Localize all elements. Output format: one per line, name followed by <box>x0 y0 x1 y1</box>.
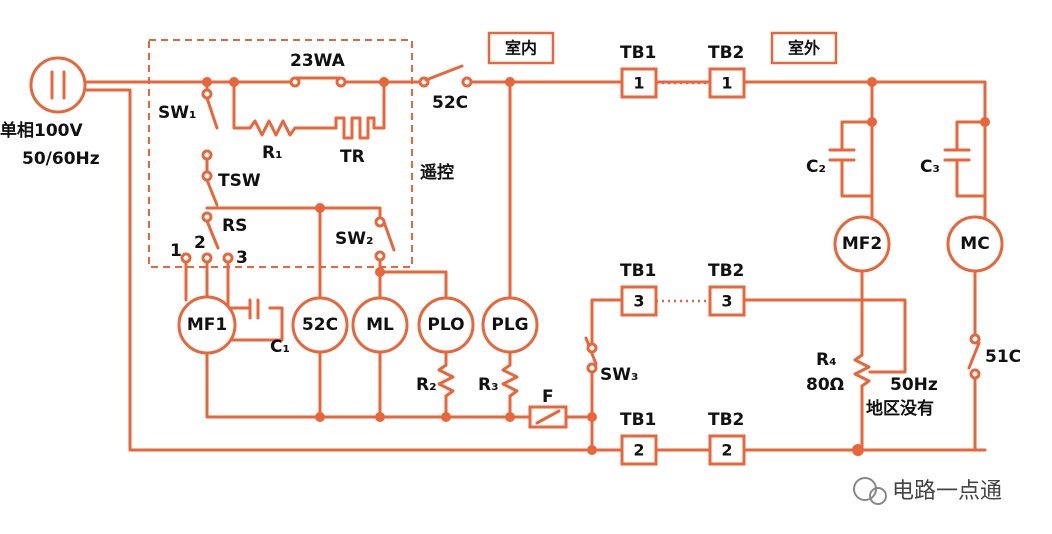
svg-text:室外: 室外 <box>788 39 820 58</box>
power-spec-line2: 50/60Hz <box>22 149 100 169</box>
remote-control-box <box>148 39 413 268</box>
label-tb1-top: TB1 <box>620 43 656 63</box>
plg-lamp: PLG <box>481 296 539 354</box>
label-tb1-bottom: TB1 <box>620 410 656 430</box>
label-23wa: 23WA <box>290 51 346 71</box>
tb1-terminal-3: 3 <box>620 285 658 317</box>
label-rs-tap-2: 2 <box>194 233 206 253</box>
svg-text:3: 3 <box>721 292 732 311</box>
label-52c-contact: 52C <box>432 93 468 113</box>
plo-lamp: PLO <box>417 296 475 354</box>
label-tr: TR <box>340 147 365 167</box>
svg-text:2: 2 <box>721 441 732 460</box>
svg-text:电路一点通: 电路一点通 <box>892 479 1002 504</box>
mf1-motor: MF1 <box>177 295 237 355</box>
svg-text:PLG: PLG <box>491 315 528 335</box>
svg-text:PLO: PLO <box>427 315 464 335</box>
label-51c: 51C <box>985 347 1021 367</box>
label-area-note: 地区没有 <box>866 398 934 419</box>
label-tb2-top: TB2 <box>708 43 744 63</box>
svg-text:3: 3 <box>633 292 644 311</box>
label-rs-tap-1: 1 <box>170 241 182 261</box>
tb1-terminal-1: 1 <box>620 67 658 99</box>
label-fuse: F <box>542 387 554 407</box>
label-sw1: SW₁ <box>158 103 196 123</box>
label-r2: R₂ <box>416 375 437 395</box>
svg-text:1: 1 <box>721 74 732 93</box>
label-remote-control: 遥控 <box>420 162 454 183</box>
svg-text:52C: 52C <box>302 315 338 335</box>
label-r3: R₃ <box>478 375 499 395</box>
label-c2: C₂ <box>806 157 826 177</box>
label-tsw: TSW <box>218 171 261 191</box>
tb2-terminal-1: 1 <box>708 67 746 99</box>
label-sw2: SW₂ <box>335 229 373 249</box>
label-r4-value: 80Ω <box>806 375 844 395</box>
watermark: 电路一点通 <box>853 477 1002 505</box>
power-plug-icon <box>29 56 87 114</box>
outdoor-tag: 室外 <box>770 31 838 65</box>
svg-text:室内: 室内 <box>505 39 537 58</box>
mc-compressor: MC <box>946 215 1004 273</box>
tb2-terminal-2: 2 <box>708 434 746 466</box>
tb2-terminal-3: 3 <box>708 285 746 317</box>
indoor-tag: 室内 <box>487 31 555 65</box>
svg-text:ML: ML <box>366 315 394 335</box>
label-c1: C₁ <box>270 337 290 357</box>
mf2-motor: MF2 <box>833 215 891 273</box>
label-r1: R₁ <box>262 143 283 163</box>
ml-motor: ML <box>351 296 409 354</box>
relay-52c-coil: 52C <box>291 296 349 354</box>
label-tb2-mid: TB2 <box>708 261 744 281</box>
power-spec-line1: 单相100V <box>0 120 83 141</box>
svg-text:1: 1 <box>633 74 644 93</box>
label-tb2-bottom: TB2 <box>708 410 744 430</box>
svg-text:MF2: MF2 <box>842 234 882 254</box>
svg-text:MC: MC <box>960 234 989 254</box>
label-rs: RS <box>222 216 247 236</box>
label-tb1-mid: TB1 <box>620 261 656 281</box>
label-c3: C₃ <box>920 157 940 177</box>
svg-text:MF1: MF1 <box>187 315 227 335</box>
label-rs-tap-3: 3 <box>236 248 248 268</box>
label-r4: R₄ <box>816 350 837 370</box>
svg-text:2: 2 <box>633 441 644 460</box>
tb1-terminal-2: 2 <box>620 434 658 466</box>
label-50hz: 50Hz <box>890 375 938 395</box>
label-sw3: SW₃ <box>600 365 638 385</box>
